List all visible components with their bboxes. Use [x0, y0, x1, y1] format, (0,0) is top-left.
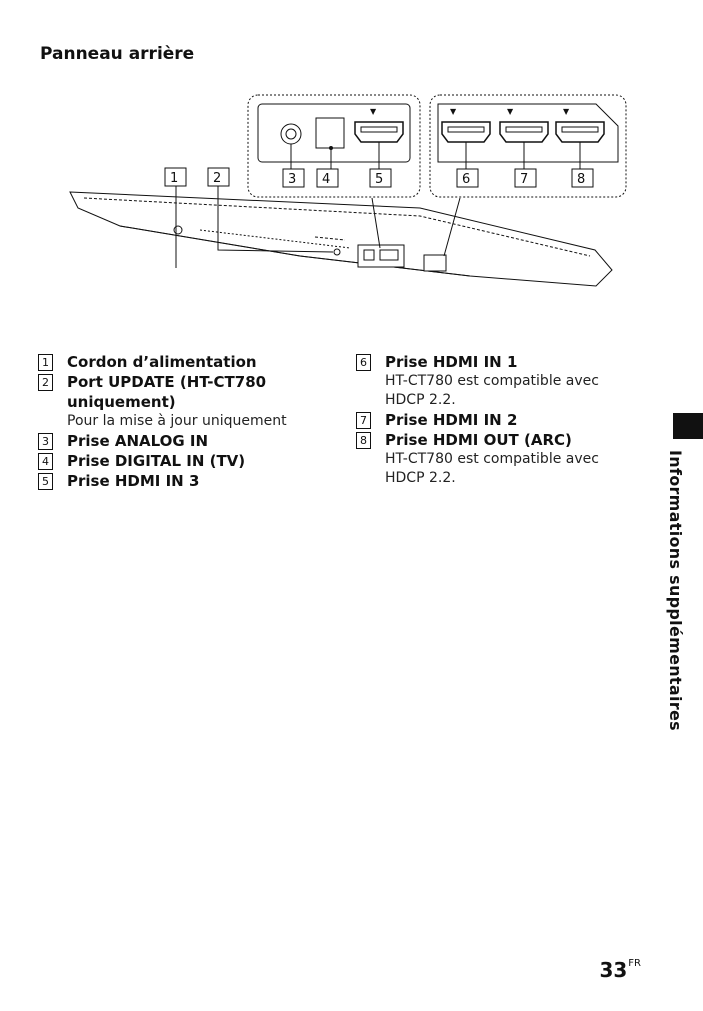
list-item: 7 Prise HDMI IN 2 [356, 410, 616, 430]
item-number-box: 7 [356, 412, 371, 429]
item-label: Port UPDATE (HT-CT780 uniquement) [67, 373, 267, 411]
list-item: 1 Cordon d’alimentation [38, 352, 338, 372]
marker-8: 8 [571, 168, 594, 188]
list-item: 4 Prise DIGITAL IN (TV) [38, 451, 338, 471]
hdmi-in-1-port-icon: ▼ [441, 107, 491, 170]
list-item: 6 Prise HDMI IN 1 HT-CT780 est compatibl… [356, 352, 616, 410]
list-item: 2 Port UPDATE (HT-CT780 uniquement) Pour… [38, 372, 338, 431]
item-label: Prise HDMI IN 3 [67, 472, 200, 490]
svg-text:▼: ▼ [450, 107, 457, 116]
svg-text:7: 7 [520, 172, 528, 187]
item-label: Prise HDMI OUT (ARC) [385, 431, 572, 449]
svg-text:3: 3 [288, 172, 296, 187]
hdmi-out-arc-port-icon: ▼ [555, 107, 605, 170]
item-label: Prise DIGITAL IN (TV) [67, 452, 246, 470]
item-description: Pour la mise à jour uniquement [67, 413, 287, 429]
section-tab-marker [673, 413, 703, 439]
inset-panel-right: ▼ ▼ ▼ 6 7 8 [429, 94, 627, 198]
svg-text:2: 2 [213, 171, 221, 186]
analog-in-jack-icon [280, 123, 302, 170]
list-item: 3 Prise ANALOG IN [38, 431, 338, 451]
svg-text:4: 4 [322, 172, 330, 187]
section-side-label: Informations supplémentaires [666, 450, 685, 731]
item-number-box: 6 [356, 354, 371, 371]
rear-panel-diagram: ▼ 3 4 5 ▼ ▼ [69, 94, 627, 287]
svg-text:8: 8 [577, 172, 585, 187]
item-label: Prise ANALOG IN [67, 432, 209, 450]
item-number-box: 2 [38, 374, 53, 391]
soundbar-illustration [69, 191, 613, 287]
page-language-suffix: FR [628, 958, 641, 969]
item-number-box: 8 [356, 432, 371, 449]
svg-text:5: 5 [375, 172, 383, 187]
svg-text:▼: ▼ [370, 107, 377, 116]
connector-list-left: 1 Cordon d’alimentation 2 Port UPDATE (H… [38, 352, 338, 491]
digital-in-optical-icon [315, 117, 345, 170]
inset-panel-left: ▼ 3 4 5 [247, 94, 421, 198]
item-label: Cordon d’alimentation [67, 353, 257, 371]
marker-3: 3 [282, 168, 305, 188]
svg-text:▼: ▼ [507, 107, 514, 116]
item-number-box: 4 [38, 453, 53, 470]
item-label: Prise HDMI IN 2 [385, 411, 518, 429]
list-item: 5 Prise HDMI IN 3 [38, 471, 338, 491]
marker-2: 2 [207, 167, 230, 187]
page-number-value: 33 [599, 958, 628, 982]
marker-7: 7 [514, 168, 537, 188]
item-number-box: 1 [38, 354, 53, 371]
leader-lines [175, 186, 461, 268]
item-number-box: 3 [38, 433, 53, 450]
marker-6: 6 [456, 168, 479, 188]
svg-text:▼: ▼ [563, 107, 570, 116]
item-number-box: 5 [38, 473, 53, 490]
connector-list-right: 6 Prise HDMI IN 1 HT-CT780 est compatibl… [356, 352, 616, 488]
item-description: HT-CT780 est compatible avec HDCP 2.2. [385, 373, 599, 408]
svg-text:1: 1 [170, 171, 178, 186]
marker-5: 5 [369, 168, 392, 188]
item-description: HT-CT780 est compatible avec HDCP 2.2. [385, 451, 599, 486]
item-label: Prise HDMI IN 1 [385, 353, 518, 371]
page-heading: Panneau arrière [40, 44, 195, 64]
marker-1: 1 [164, 167, 187, 187]
svg-text:6: 6 [462, 172, 470, 187]
hdmi-in-3-port-icon: ▼ [354, 107, 404, 170]
page-number: 33FR [599, 958, 641, 982]
marker-4: 4 [316, 168, 339, 188]
list-item: 8 Prise HDMI OUT (ARC) HT-CT780 est comp… [356, 430, 616, 488]
hdmi-in-2-port-icon: ▼ [499, 107, 549, 170]
